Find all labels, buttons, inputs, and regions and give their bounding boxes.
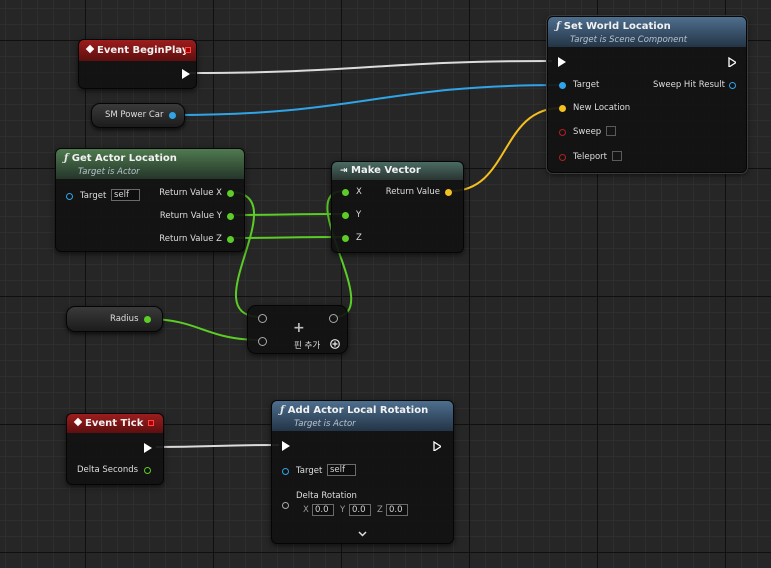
target-label: Target — [296, 466, 323, 476]
z-label: Z — [356, 233, 362, 243]
set-world-location-title: ƒ Set World Location — [556, 21, 671, 32]
z-component-label: Z — [377, 505, 383, 515]
set-world-location-node[interactable]: ƒ Set World Location Target is Scene Com… — [547, 16, 747, 173]
add-input-b-pin[interactable] — [258, 337, 267, 346]
add-actor-local-rotation-subtitle: Target is Actor — [294, 419, 356, 429]
set-world-location-header — [548, 17, 746, 47]
radius-label: Radius — [110, 314, 139, 324]
exec-out-pin[interactable] — [182, 69, 190, 79]
function-icon: ƒ — [280, 405, 285, 416]
exec-in-pin[interactable] — [282, 441, 290, 451]
exec-out-pin[interactable] — [144, 443, 152, 453]
sweep-checkbox[interactable] — [606, 126, 616, 136]
target-pin[interactable] — [66, 193, 73, 200]
add-float-node[interactable]: + 핀 추가 — [247, 305, 348, 354]
return-x-pin[interactable] — [227, 190, 234, 197]
get-actor-location-header — [56, 149, 244, 179]
event-tick-title: Event Tick — [73, 417, 143, 429]
get-actor-location-subtitle: Target is Actor — [78, 167, 140, 177]
exec-wire-beginplay — [189, 60, 553, 74]
add-output-pin[interactable] — [329, 314, 338, 323]
event-tick-node[interactable]: Event Tick Delta Seconds — [66, 413, 164, 485]
x-label: X — [356, 187, 362, 197]
sweep-label: Sweep — [573, 127, 602, 137]
exec-wire-tick — [155, 444, 280, 448]
new-location-label: New Location — [573, 103, 631, 113]
make-vector-title: ⇥ Make Vector — [340, 165, 421, 176]
sm-power-car-out-pin[interactable] — [169, 112, 176, 119]
return-value-pin[interactable] — [445, 189, 452, 196]
event-icon — [73, 417, 83, 427]
add-input-a-pin[interactable] — [258, 314, 267, 323]
delta-seconds-pin[interactable] — [144, 467, 151, 474]
event-tick-header — [67, 414, 163, 433]
event-icon — [85, 44, 95, 54]
return-y-pin[interactable] — [227, 213, 234, 220]
sweep-hit-result-label: Sweep Hit Result — [653, 80, 725, 90]
event-beginplay-title: Event BeginPlay — [85, 44, 188, 56]
float-wire-z — [228, 236, 345, 239]
delta-seconds-label: Delta Seconds — [77, 465, 139, 475]
sm-power-car-label: SM Power Car — [105, 110, 164, 120]
add-symbol: + — [293, 320, 305, 336]
float-wire-y — [228, 213, 345, 216]
exec-in-pin[interactable] — [558, 57, 566, 67]
get-actor-location-title: ƒ Get Actor Location — [64, 153, 177, 164]
add-pin-plus-icon[interactable] — [330, 339, 340, 349]
target-label: Target — [573, 80, 600, 90]
new-location-pin[interactable] — [559, 105, 566, 112]
target-pin[interactable] — [559, 82, 566, 89]
target-pin[interactable] — [282, 468, 289, 475]
function-icon: ƒ — [64, 153, 69, 164]
teleport-label: Teleport — [573, 152, 607, 162]
float-wire-x-to-add — [228, 191, 262, 318]
radius-variable-node[interactable]: Radius — [66, 306, 163, 332]
get-actor-location-node[interactable]: ƒ Get Actor Location Target is Actor Tar… — [55, 148, 245, 252]
teleport-checkbox[interactable] — [612, 151, 622, 161]
object-wire-sm-power-car — [174, 84, 562, 116]
sweep-hit-result-pin[interactable] — [729, 82, 736, 89]
delta-rotation-label: Delta Rotation — [296, 491, 357, 501]
make-vector-header — [332, 162, 463, 180]
sm-power-car-variable-node[interactable]: SM Power Car — [91, 103, 185, 128]
return-y-label: Return Value Y — [159, 211, 222, 221]
z-component-field[interactable]: 0.0 — [386, 504, 408, 516]
add-actor-local-rotation-header — [272, 401, 453, 431]
z-pin[interactable] — [342, 235, 349, 242]
return-z-pin[interactable] — [227, 236, 234, 243]
exec-out-pin[interactable] — [728, 57, 736, 67]
y-component-field[interactable]: 0.0 — [349, 504, 371, 516]
add-actor-local-rotation-node[interactable]: ƒ Add Actor Local Rotation Target is Act… — [271, 400, 454, 544]
return-x-label: Return Value X — [159, 188, 222, 198]
delegate-pin-icon[interactable] — [148, 420, 154, 426]
function-icon: ƒ — [556, 21, 561, 32]
return-z-label: Return Value Z — [159, 234, 222, 244]
teleport-pin[interactable] — [559, 154, 566, 161]
y-component-label: Y — [340, 505, 346, 515]
make-struct-icon: ⇥ — [340, 166, 348, 176]
set-world-location-subtitle: Target is Scene Component — [570, 35, 688, 45]
event-beginplay-header — [79, 40, 196, 61]
return-value-label: Return Value — [385, 187, 440, 197]
event-beginplay-node[interactable]: Event BeginPlay — [78, 39, 197, 89]
exec-out-pin[interactable] — [433, 441, 441, 451]
x-pin[interactable] — [342, 189, 349, 196]
target-self-field[interactable]: self — [327, 464, 356, 476]
delta-rotation-pin[interactable] — [282, 502, 289, 509]
radius-out-pin[interactable] — [144, 316, 151, 323]
x-component-label: X — [303, 505, 309, 515]
vector-wire-location — [450, 107, 562, 192]
target-self-field[interactable]: self — [111, 189, 140, 201]
add-actor-local-rotation-title: ƒ Add Actor Local Rotation — [280, 405, 429, 416]
add-pin-label: 핀 추가 — [294, 341, 321, 351]
target-label: Target — [80, 191, 107, 201]
x-component-field[interactable]: 0.0 — [312, 504, 334, 516]
chevron-down-icon[interactable] — [358, 531, 367, 537]
make-vector-node[interactable]: ⇥ Make Vector X Return Value Y Z — [331, 161, 464, 253]
sweep-pin[interactable] — [559, 129, 566, 136]
y-label: Y — [356, 210, 362, 220]
float-wire-radius — [146, 318, 262, 341]
y-pin[interactable] — [342, 212, 349, 219]
delegate-pin-icon[interactable] — [185, 47, 191, 53]
